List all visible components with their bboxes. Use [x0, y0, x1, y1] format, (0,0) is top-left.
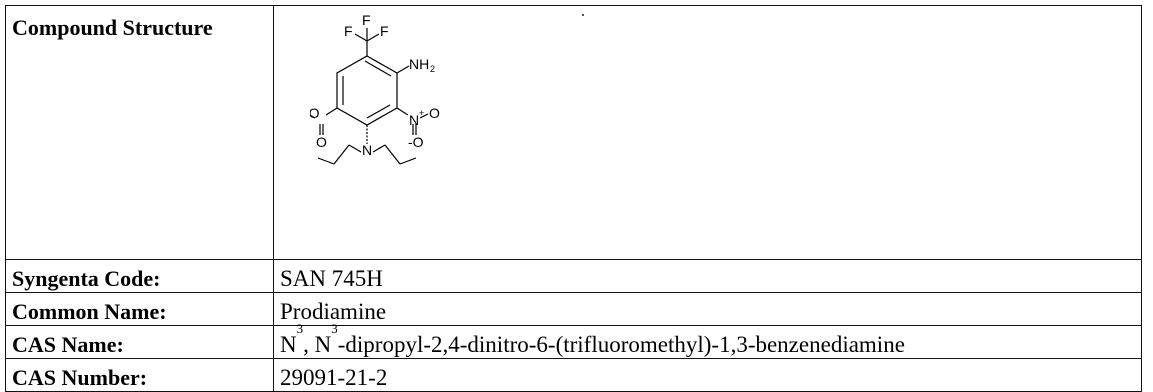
table-row: CAS Number: 29091-21-2: [5, 358, 1142, 392]
row-label: CAS Number:: [5, 358, 274, 392]
cas-name-part: , N: [303, 332, 332, 357]
row-value: SAN 745H: [273, 259, 1142, 293]
atom-label: F: [344, 23, 353, 39]
atom-label: N: [362, 142, 372, 158]
row-value: Prodiamine: [273, 292, 1142, 326]
atom-label: -O: [408, 134, 424, 150]
atom-label: 2: [430, 64, 435, 74]
atom-label: O: [429, 105, 440, 121]
row-value: N3, N3-dipropyl-2,4-dinitro-6-(trifluoro…: [273, 322, 1142, 359]
compound-info-table: Compound Structure: [5, 5, 1142, 392]
atom-label: +: [419, 108, 424, 118]
row-label: Common Name:: [5, 292, 274, 326]
table-row: CAS Name: N3, N3-dipropyl-2,4-dinitro-6-…: [5, 322, 1142, 359]
structure-cell: F F F NH 2 N + O -O O -O N: [273, 5, 1142, 260]
cas-name-part: -dipropyl-2,4-dinitro-6-(trifluoromethyl…: [337, 332, 905, 357]
atom-label: NH: [409, 56, 429, 72]
structure-label: Compound Structure: [5, 5, 274, 260]
superscript: 3: [296, 321, 304, 336]
atom-label: O: [316, 134, 327, 150]
row-value: 29091-21-2: [273, 358, 1142, 392]
cas-name-part: N: [280, 332, 297, 357]
table-row: Common Name: Prodiamine: [5, 292, 1142, 326]
atom-label: -O: [310, 105, 320, 121]
atom-label: N: [409, 112, 419, 128]
atom-label: F: [362, 14, 371, 28]
atom-label: F: [380, 23, 389, 39]
superscript: 3: [331, 321, 338, 336]
row-label: Syngenta Code:: [5, 259, 274, 293]
structure-row: Compound Structure: [5, 5, 1142, 260]
chemical-structure-drawing: F F F NH 2 N + O -O O -O N: [310, 14, 440, 165]
table-row: Syngenta Code: SAN 745H: [5, 259, 1142, 293]
row-label: CAS Name:: [5, 325, 274, 359]
